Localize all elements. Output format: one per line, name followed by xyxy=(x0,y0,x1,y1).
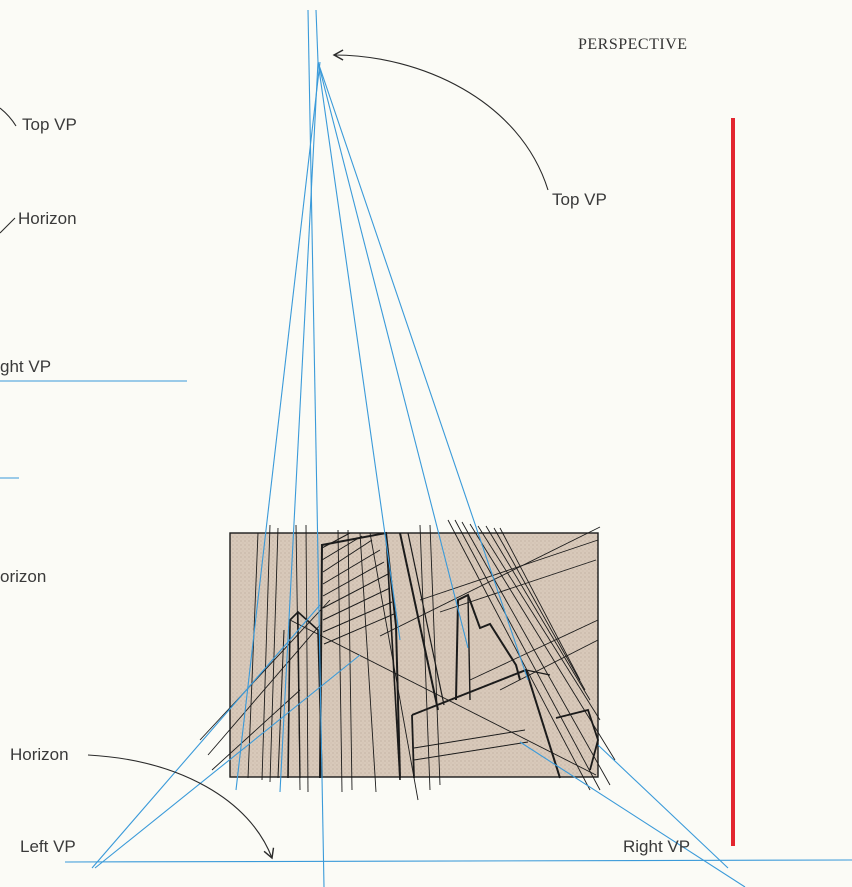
vertical-axis-line xyxy=(307,9,325,887)
ray-center xyxy=(317,61,401,641)
left-vp-ray-lower xyxy=(94,654,361,869)
building-sketch xyxy=(199,519,616,801)
left-vp-ray-upper xyxy=(91,604,321,869)
horizon-arrow xyxy=(87,754,275,860)
ray-center-right xyxy=(317,61,469,649)
top-vp-label: Top VP xyxy=(552,190,607,209)
right-vp-left-label: ght VP xyxy=(0,357,51,376)
top-vp-spike xyxy=(315,9,319,63)
ray-right-outer xyxy=(317,61,529,681)
top-vp-left-leader xyxy=(0,107,17,127)
right-vp-ray-mid xyxy=(597,744,729,869)
page-title: PERSPECTIVE xyxy=(578,36,688,53)
ray-left-inner xyxy=(279,61,319,793)
horizon-left-leader xyxy=(0,217,16,234)
top-vp-arrow xyxy=(332,49,549,191)
left-vp-label: Left VP xyxy=(20,837,76,856)
horizon-line xyxy=(64,859,852,863)
horizon-left-lower-label: orizon xyxy=(0,567,46,586)
ray-left-outer xyxy=(235,61,321,791)
right-vp-ray-lower xyxy=(519,741,746,887)
top-vp-left-label: Top VP xyxy=(22,115,77,134)
horizon-left-label: Horizon xyxy=(18,209,77,228)
left-partial-panel: Top VP Horizon ght VP orizon xyxy=(0,107,187,586)
annotations: Top VP Horizon Left VP Right VP xyxy=(10,49,690,860)
picture-plane xyxy=(229,532,599,778)
horizon-bottom-label: Horizon xyxy=(10,745,69,764)
construction-lines xyxy=(64,9,852,887)
right-vp-label: Right VP xyxy=(623,837,690,856)
